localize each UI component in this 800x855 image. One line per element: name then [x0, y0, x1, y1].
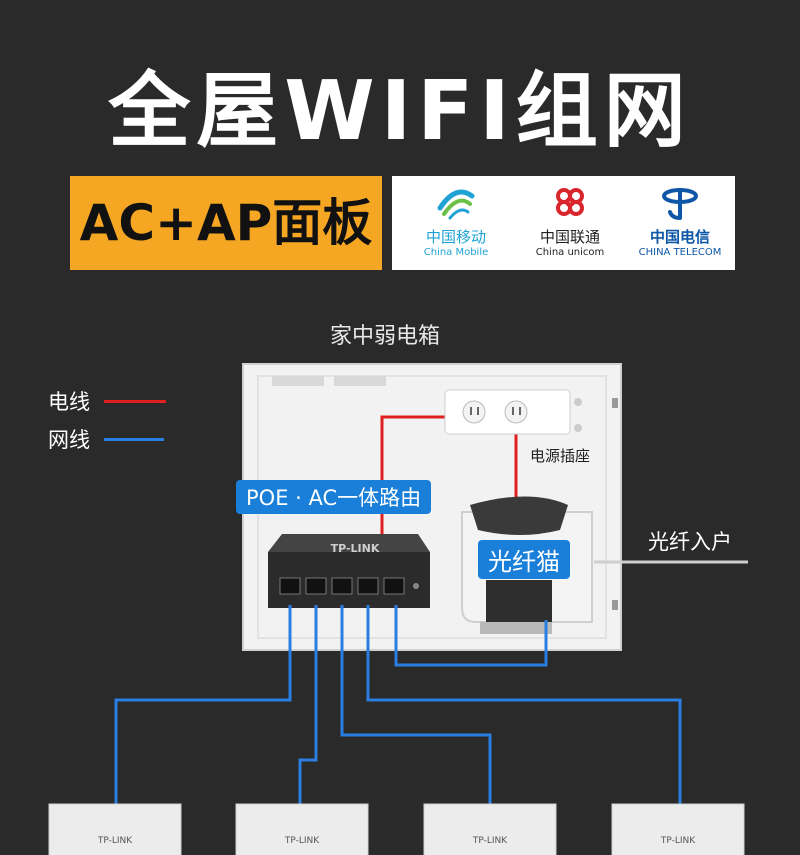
- modem-label: 光纤猫: [478, 540, 570, 579]
- carrier-china-mobile: 中国移动 China Mobile: [406, 182, 506, 258]
- carrier-name: 中国电信: [649, 228, 710, 246]
- access-point-plates: [48, 803, 745, 855]
- legend-network-line: [104, 438, 164, 441]
- carrier-logos-panel: 中国移动 China Mobile 中国联通 China unicom 中国电信…: [392, 176, 735, 270]
- china-mobile-logo-icon: [437, 189, 475, 220]
- carrier-english-name: CHINA TELECOM: [638, 247, 722, 258]
- carrier-english-name: China unicom: [535, 247, 605, 258]
- router-label: POE · AC一体路由: [236, 480, 432, 514]
- router-brand: TP-LINK: [330, 542, 380, 555]
- poe-ac-router: [268, 534, 430, 608]
- legend-network-label: 网线: [48, 428, 90, 452]
- weak-current-box-label: 家中弱电箱: [330, 324, 441, 349]
- carrier-name: 中国联通: [539, 228, 600, 246]
- china-telecom-logo-icon: [662, 188, 698, 220]
- ap-brand: TP-LINK: [284, 836, 320, 846]
- ac-ap-badge: AC+AP面板: [70, 176, 382, 270]
- carrier-china-unicom: 中国联通 China unicom: [520, 182, 620, 258]
- ap-brand: TP-LINK: [660, 836, 696, 846]
- power-socket: [444, 389, 582, 435]
- ap-brand: TP-LINK: [472, 836, 508, 846]
- page-title: 全屋WIFI组网: [108, 64, 692, 159]
- china-unicom-logo-icon: [556, 188, 584, 216]
- carrier-name: 中国移动: [425, 228, 486, 246]
- carrier-english-name: China Mobile: [423, 247, 489, 258]
- legend-power-label: 电线: [48, 390, 90, 414]
- carrier-china-telecom: 中国电信 CHINA TELECOM: [630, 182, 730, 258]
- fiber-label: 光纤入户: [648, 530, 732, 554]
- ap-brand: TP-LINK: [97, 836, 133, 846]
- legend-power-line: [104, 400, 166, 403]
- socket-label: 电源插座: [530, 447, 591, 465]
- network-cables: [114, 605, 682, 804]
